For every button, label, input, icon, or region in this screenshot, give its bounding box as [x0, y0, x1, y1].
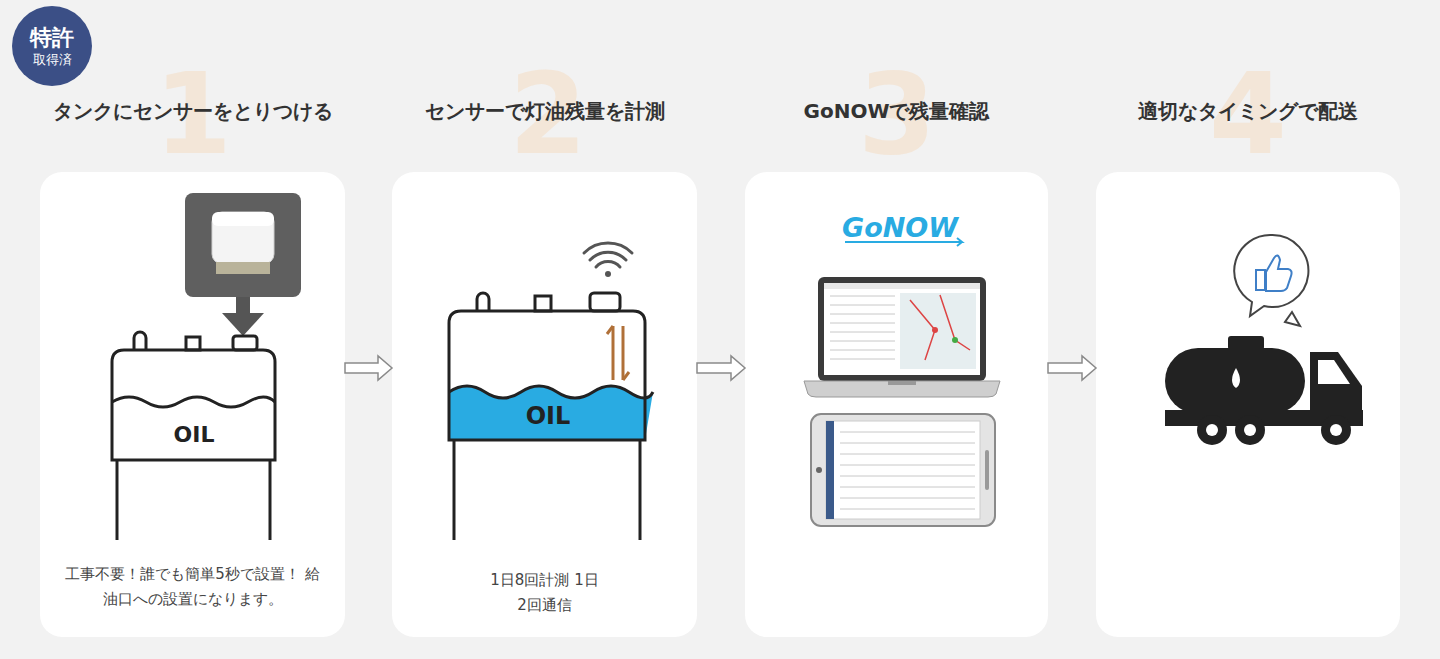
- down-arrow-head: [222, 313, 264, 336]
- sensor-base: [216, 262, 270, 274]
- down-arrow: [236, 297, 250, 315]
- badge-text: 特許: [30, 26, 74, 48]
- product-logo: GoNOW: [842, 214, 958, 241]
- sensor-cap-top: [212, 212, 274, 226]
- badge-subtext: 取得済: [33, 53, 72, 66]
- tank-truck: [1165, 336, 1363, 445]
- flow-arrow: [345, 356, 392, 380]
- tank-label: OIL: [526, 404, 571, 428]
- laptop: [804, 277, 1000, 397]
- tank-label: OIL: [174, 424, 215, 446]
- sensor-photo: [185, 193, 301, 297]
- step-heading: 適切なタイミングで配送: [1036, 98, 1440, 125]
- tablet: [811, 414, 995, 526]
- step-note: 工事不要！誰でも簡単5秒で設置！ 給油口への設置になります。: [62, 562, 324, 612]
- wifi-icon: [584, 243, 632, 267]
- step-heading: センサーで灯油残量を計測: [332, 98, 757, 125]
- level-arrows: [607, 326, 629, 380]
- oil-tank: [112, 332, 275, 540]
- step-heading: タンクにセンサーをとりつける: [0, 98, 405, 125]
- patent-badge: [12, 6, 92, 86]
- flow-arrow: [697, 356, 745, 380]
- flow-arrow: [1048, 356, 1096, 380]
- table-rows: [830, 296, 975, 509]
- step-heading: GoNOWで残量確認: [685, 98, 1108, 125]
- thumbs-bubble: [1234, 235, 1308, 326]
- step-note: 1日8回計測 1日2回通信: [490, 568, 600, 618]
- sensor-cap: [212, 212, 274, 264]
- oil-tank-full: [449, 243, 653, 540]
